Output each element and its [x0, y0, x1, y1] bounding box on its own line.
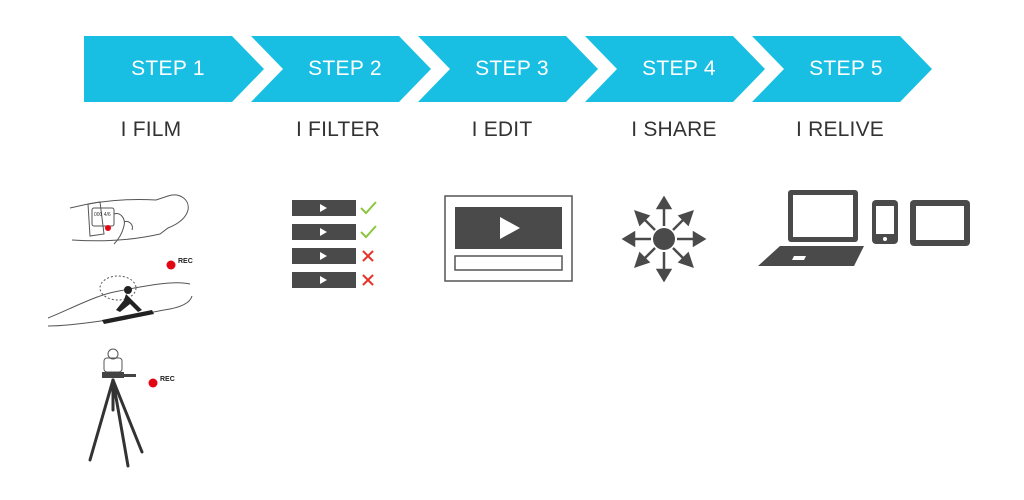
chevron-arrow-icon: [418, 36, 598, 102]
laptop-icon: [758, 190, 864, 266]
play-icon: [320, 276, 327, 284]
step-5-label: STEP 5: [809, 57, 883, 80]
step-4-caption: I SHARE: [631, 118, 717, 141]
step-5-chevron: STEP 5: [752, 36, 932, 102]
wrist-watch-icon: 000 4/6: [69, 194, 189, 245]
tripod-camera-icon: [88, 348, 144, 468]
timeline-bar: [454, 255, 563, 271]
phone-icon: [872, 200, 898, 244]
rec-label-2: REC: [160, 376, 175, 383]
video-editor-icon: [444, 195, 573, 282]
step-1-caption: I FILM: [120, 118, 182, 141]
chevron-arrow-icon: [84, 36, 264, 102]
rec-dot-icon: [148, 375, 158, 393]
step-3-chevron: STEP 3: [418, 36, 598, 102]
filter-row-3: [292, 248, 374, 264]
play-icon: [320, 228, 327, 236]
step-2-caption: I FILTER: [295, 118, 381, 141]
chevron-arrow-icon: [752, 36, 932, 102]
play-icon: [500, 217, 520, 239]
devices-icon: [758, 190, 970, 266]
check-icon: [360, 225, 377, 239]
check-icon: [360, 201, 377, 215]
step-2-chevron: STEP 2: [251, 36, 431, 102]
play-icon: [320, 252, 327, 260]
step-4-chevron: STEP 4: [585, 36, 765, 102]
filter-row-1: [292, 200, 377, 216]
play-icon: [320, 204, 327, 212]
cross-icon: [362, 250, 374, 262]
step-3-caption: I EDIT: [471, 118, 533, 141]
surfer-icon: [47, 275, 193, 327]
step-4-label: STEP 4: [642, 57, 716, 80]
tablet-icon: [910, 200, 970, 246]
step-3-label: STEP 3: [475, 57, 549, 80]
filter-row-2: [292, 224, 377, 240]
filter-list-icon: [292, 200, 377, 288]
rec-label-1: REC: [178, 258, 193, 265]
chevron-arrow-icon: [585, 36, 765, 102]
share-burst-icon: [621, 196, 707, 282]
watch-display: 000 4/6: [94, 212, 111, 218]
cross-icon: [362, 274, 374, 286]
step-1-chevron: STEP 1: [84, 36, 264, 102]
filter-row-4: [292, 272, 374, 288]
rec-dot-icon: [166, 257, 176, 275]
chevron-arrow-icon: [251, 36, 431, 102]
step-2-label: STEP 2: [308, 57, 382, 80]
step-1-label: STEP 1: [131, 57, 205, 80]
step-5-caption: I RELIVE: [796, 118, 884, 141]
